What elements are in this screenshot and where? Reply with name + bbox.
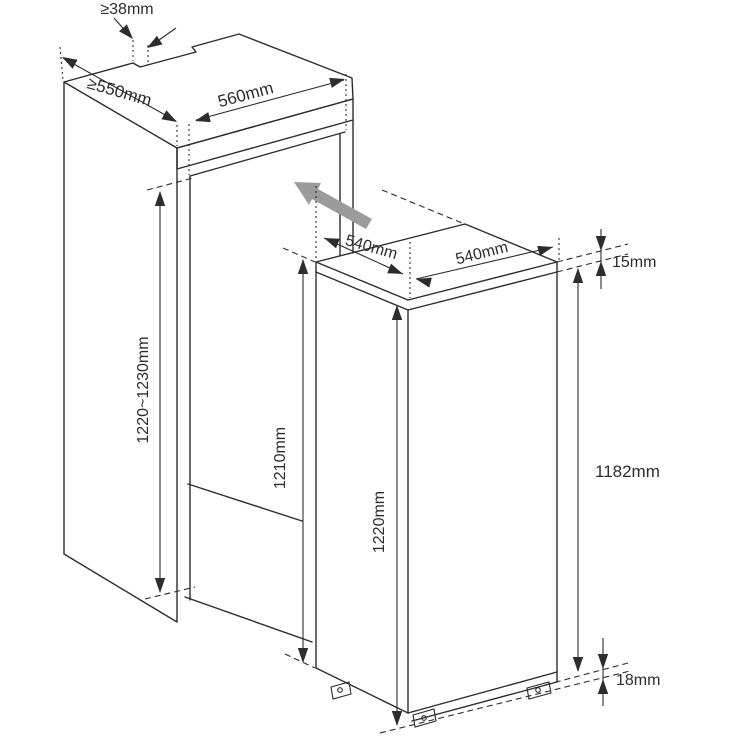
label-appliance-depth: 540mm <box>343 232 399 263</box>
label-body-height: 1210mm <box>272 427 289 489</box>
cabinet-left-panel <box>63 81 178 623</box>
label-niche-height: 1220~1230mm <box>135 336 152 443</box>
niche-floor-edge <box>187 483 303 522</box>
guide-top-back <box>381 189 463 224</box>
dim-side-height: 1182mm <box>572 268 660 672</box>
foot-bracket-right <box>526 681 552 700</box>
dim-door-height: 1220mm <box>371 305 403 726</box>
foot-bracket-front <box>412 708 437 728</box>
label-bottom-clearance: 18mm <box>616 672 660 689</box>
guide-top-left <box>282 247 316 263</box>
dim-body-height: 1210mm <box>272 259 309 663</box>
dimensions: ≥38mm ≥550mm 560mm 540mm <box>59 1 660 726</box>
dim-vent-gap: ≥38mm <box>100 1 177 63</box>
cabinet-base-floor-line <box>184 596 313 643</box>
appliance-top-band <box>315 271 558 311</box>
side-bottom-edge <box>407 671 558 714</box>
guide-bottom-left <box>284 653 316 669</box>
push-direction-arrow-icon <box>294 182 372 229</box>
dim-top-clearance: 15mm <box>556 229 656 289</box>
base-rail-bottom <box>411 681 558 722</box>
cabinet-top-band <box>176 98 354 170</box>
foot-bracket-left <box>330 681 352 700</box>
label-cabinet-depth: ≥550mm <box>85 73 154 109</box>
door-bottom-edge <box>315 667 409 714</box>
floor-line <box>379 670 631 734</box>
label-door-height: 1220mm <box>371 491 388 553</box>
dim-niche-width: 560mm <box>188 74 347 175</box>
label-side-height: 1182mm <box>595 462 660 481</box>
label-vent-gap: ≥38mm <box>100 1 153 18</box>
label-top-clearance: 15mm <box>612 254 656 271</box>
appliance <box>315 223 558 728</box>
insertion-guides <box>282 189 631 734</box>
dim-bottom-clearance: 18mm <box>544 638 660 706</box>
niche-ceiling-edge <box>189 131 346 177</box>
dim-niche-height: 1220~1230mm <box>135 177 196 600</box>
cabinet-niche <box>63 33 354 643</box>
